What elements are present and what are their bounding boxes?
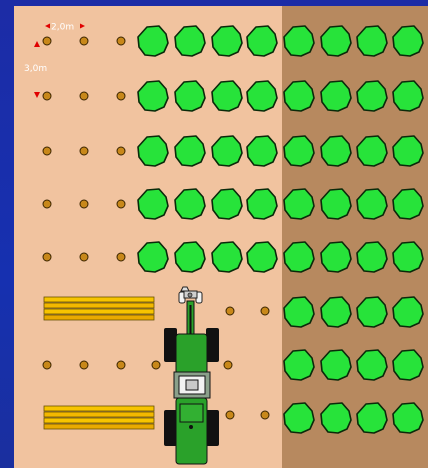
seedling-point-icon bbox=[152, 361, 160, 369]
seedling-point-icon bbox=[43, 361, 51, 369]
tire bbox=[164, 328, 177, 362]
seedling-point-icon bbox=[80, 37, 88, 45]
horizontal-spacing-label: 2,0m bbox=[51, 23, 74, 33]
seedling-point-icon bbox=[80, 92, 88, 100]
tire bbox=[164, 410, 177, 446]
seedling-point-icon bbox=[43, 147, 51, 155]
seedling-point-icon bbox=[117, 37, 125, 45]
seedling-point-icon bbox=[80, 253, 88, 261]
prepared-field bbox=[282, 6, 428, 468]
seedling-point-icon bbox=[117, 147, 125, 155]
seedling-point-icon bbox=[80, 361, 88, 369]
seedling-point-icon bbox=[224, 361, 232, 369]
tire bbox=[206, 328, 219, 362]
seedling-point-icon bbox=[43, 92, 51, 100]
seedling-point-icon bbox=[226, 307, 234, 315]
seedling-point-icon bbox=[261, 411, 269, 419]
planted-field bbox=[14, 6, 282, 468]
seedling-point-icon bbox=[43, 253, 51, 261]
vertical-spacing-label: 3,0m bbox=[24, 64, 47, 74]
seedling-point-icon bbox=[43, 37, 51, 45]
seedling-point-icon bbox=[43, 200, 51, 208]
seedling-point-icon bbox=[80, 147, 88, 155]
seedling-point-icon bbox=[117, 253, 125, 261]
seedling-point-icon bbox=[117, 361, 125, 369]
tire bbox=[206, 410, 219, 446]
seedling-point-icon bbox=[226, 411, 234, 419]
seedling-point-icon bbox=[117, 92, 125, 100]
seedling-point-icon bbox=[80, 200, 88, 208]
seedling-point-icon bbox=[261, 307, 269, 315]
seedling-point-icon bbox=[117, 200, 125, 208]
